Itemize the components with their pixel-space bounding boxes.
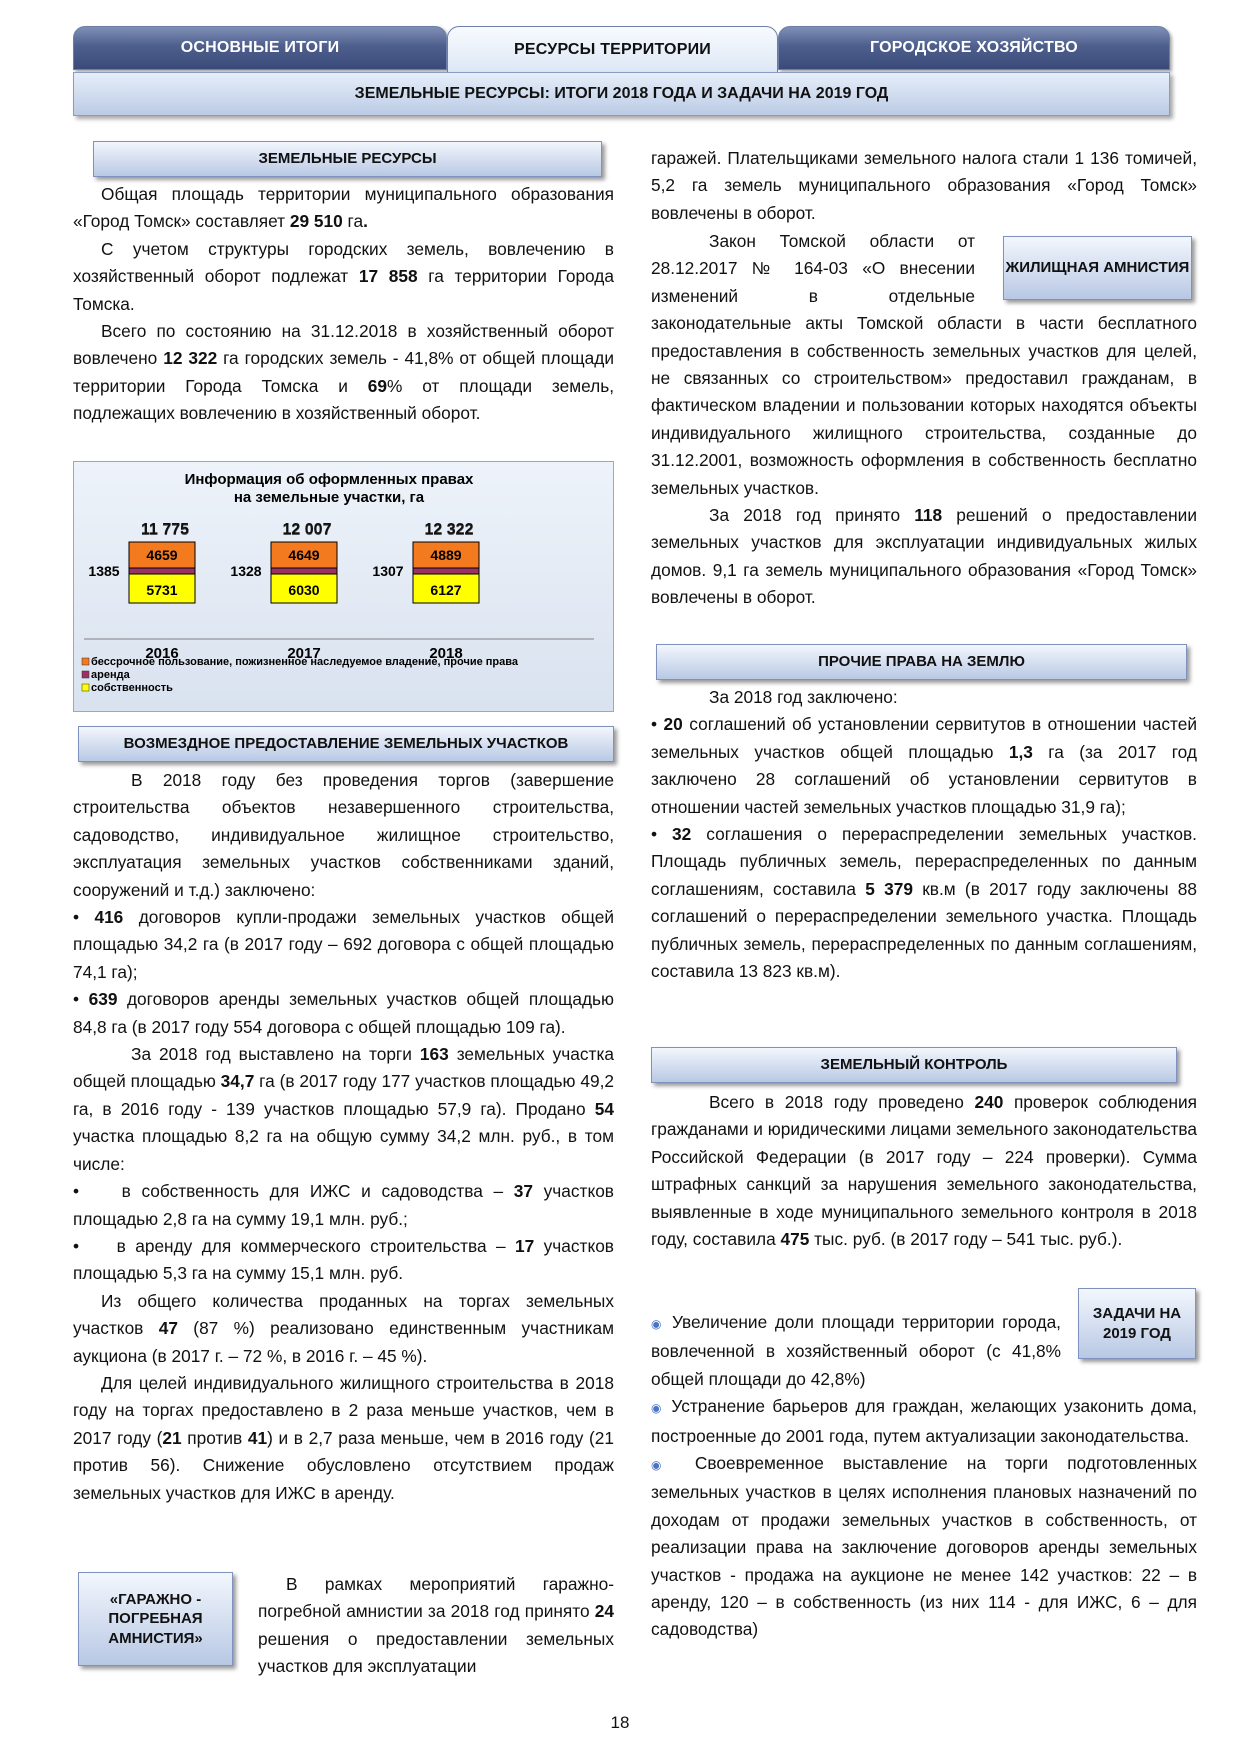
heading-land-resources: ЗЕМЕЛЬНЫЕ РЕСУРСЫ [93,141,602,177]
tab-city-economy[interactable]: ГОРОДСКОЕ ХОЗЯЙСТВО [778,26,1170,70]
heading-garage-amnesty: «ГАРАЖНО - ПОГРЕБНАЯ АМНИСТИЯ» [78,1572,233,1666]
data-label-rent-2016: 1385 [88,563,119,579]
data-label-rent-2018: 1307 [372,563,403,579]
legend-swatch-0 [81,657,90,666]
paragraph: Всего в 2018 году проведено 240 проверок… [651,1092,1197,1250]
rights-chart: Информация об оформленных правах на земе… [73,461,614,712]
paragraph: гаражей. Плательщиками земельного налога… [651,148,1197,223]
chart-title-line2: на земельные участки, га [234,489,425,506]
paragraph: Всего по состоянию на 31.12.2018 в хозяй… [73,321,614,424]
bullet-icon: ◉ [651,1317,665,1331]
bullet-icon: ◉ [651,1458,676,1473]
data-label-own-2017: 6030 [288,582,319,598]
tick-label-2016: 2016 [145,645,178,662]
paragraph: Закон Томской области от 28.12.2017 № 16… [651,228,1197,502]
garage-amnesty-text: В рамках мероприятий гаражно-погребной а… [258,1571,614,1681]
tick-label-2018: 2018 [429,645,462,662]
bar-segment-own-2018 [412,573,480,604]
data-label-other-2016: 4659 [146,547,177,563]
heading-land-control: ЗЕМЕЛЬНЫЙ КОНТРОЛЬ [651,1047,1177,1083]
chart-svg: Информация об оформленных правах на земе… [81,471,594,694]
list-item: • 639 договоров аренды земельных участко… [73,989,614,1037]
heading-paid-provision: ВОЗМЕЗДНОЕ ПРЕДОСТАВЛЕНИЕ ЗЕМЕЛЬНЫХ УЧАС… [78,726,614,762]
legend-label-2: собственность [91,682,173,694]
list-item: • 416 договоров купли-продажи земельных … [73,907,614,982]
legend-label-0: бессрочное пользование, пожизненное насл… [91,656,519,668]
land-control-text: Всего в 2018 году проведено 240 проверок… [651,1089,1197,1253]
bar-segment-rent-2016 [128,567,196,575]
heading-other-rights: ПРОЧИЕ ПРАВА НА ЗЕМЛЮ [656,644,1187,680]
list-item: ◉ Увеличение доли площади территории гор… [651,1312,1061,1389]
page-number: 18 [610,1713,630,1732]
data-label-other-2017: 4649 [288,547,319,563]
section-tabs: ОСНОВНЫЕ ИТОГИ РЕСУРСЫ ТЕРРИТОРИИ ГОРОДС… [73,26,1170,72]
tab-territory-resources[interactable]: РЕСУРСЫ ТЕРРИТОРИИ [447,26,778,72]
data-label-total-front-2016: 11 775 [141,521,189,538]
list-item: • в аренду для коммерческого строительст… [73,1235,614,1284]
data-label-own-2016: 5731 [146,582,177,598]
tasks-2019-list: ◉ Увеличение доли площади территории гор… [651,1309,1197,1644]
paragraph: С учетом структуры городских земель, вов… [73,238,614,314]
paragraph: Общая площадь территории муниципального … [73,184,614,232]
paragraph: Из общего количества проданных на торгах… [73,1290,614,1366]
bar-segment-own-2016 [128,573,196,604]
paid-provision-text: В 2018 году без проведения торгов (завер… [73,767,614,1507]
legend-swatch-2 [81,683,90,692]
tab-main-results[interactable]: ОСНОВНЫЕ ИТОГИ [73,26,447,70]
bar-segment-rent-2018 [412,567,480,575]
list-item: • в собственность для ИЖС и садоводства … [73,1181,614,1229]
bar-segment-other-2017 [270,541,338,569]
list-item: ◉ Устранение барьеров для граждан, желаю… [651,1396,1197,1446]
data-label-total-2018: 12 322 [425,522,474,539]
paragraph: За 2018 год заключено: [709,687,898,707]
list-item: • 20 соглашений об установлении сервитут… [651,714,1197,817]
bar-segment-rent-2017 [270,567,338,575]
land-resources-text: Общая площадь территории муниципального … [73,181,614,428]
data-label-rent-2017: 1328 [230,563,261,579]
paragraph: Для целей индивидуального жилищного стро… [73,1372,614,1503]
heading-tasks-2019: ЗАДАЧИ НА 2019 ГОД [1078,1288,1196,1359]
data-label-total-front-2017: 12 007 [283,521,332,538]
bullet-icon: ◉ [651,1401,665,1416]
chart-title-line1: Информация об оформленных правах [185,471,474,488]
legend-swatch-1 [81,670,90,679]
heading-housing-amnesty: ЖИЛИЩНАЯ АМНИСТИЯ [1003,236,1192,300]
paragraph: В рамках мероприятий гаражно-погребной а… [258,1574,614,1677]
paragraph: За 2018 год принято 118 решений о предос… [651,505,1197,608]
tick-label-2017: 2017 [287,645,320,662]
data-label-own-2018: 6127 [430,582,461,598]
legend-label-1: аренда [91,669,131,681]
paragraph: В 2018 году без проведения торгов (завер… [73,770,614,900]
garage-amnesty-continued: гаражей. Плательщиками земельного налога… [651,145,1197,227]
housing-amnesty-body: Закон Томской области от 28.12.2017 № 16… [651,228,1197,612]
other-rights-text: За 2018 год заключено: • 20 соглашений о… [651,684,1197,985]
bar-segment-other-2018 [412,541,480,569]
data-label-total-front-2018: 12 322 [425,521,474,538]
bar-segment-own-2017 [270,573,338,604]
page-title: ЗЕМЕЛЬНЫЕ РЕСУРСЫ: ИТОГИ 2018 ГОДА И ЗАД… [73,72,1170,116]
data-label-other-2018: 4889 [430,547,461,563]
data-label-total-2016: 11 775 [141,522,189,539]
data-label-total-2017: 12 007 [283,522,332,539]
paragraph: За 2018 год выставлено на торги 163 земе… [73,1044,615,1174]
bar-segment-other-2016 [128,541,196,569]
list-item: • 32 соглашения о перераспределении земе… [651,824,1198,982]
float-spacer [975,228,1197,308]
list-item: ◉ Своевременное выставление на торги под… [651,1453,1197,1640]
